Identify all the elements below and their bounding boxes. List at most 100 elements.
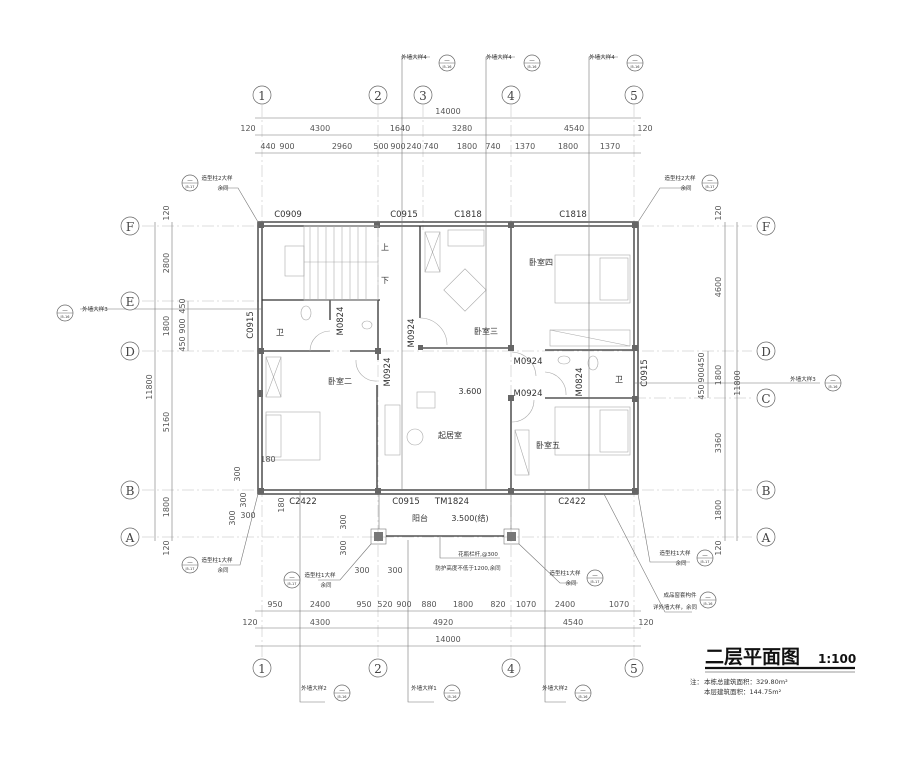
dim-bottom-row2: 4920 [433,618,453,627]
axis-label-left: D [125,345,135,359]
callout-wall-detail-3-left-index: — [62,308,68,314]
callout-column-1-right-sheet: J5-17 [700,560,710,564]
axis-bubble-right [756,480,776,500]
dim-misc: 300 [387,566,402,575]
axis-label-left: F [126,220,134,234]
callout-wall-detail-2b-text: 外墙大样2 [542,684,568,692]
dim-top-row3: 1370 [515,142,535,151]
door-swings [309,317,567,423]
axis-bubble-top [624,85,644,105]
window-label: C0915 [392,497,420,507]
note-total-area: 本栋总建筑面积：329.80m² [704,677,788,686]
dim-top-row2: 120 [637,124,652,133]
door-window-label: M0924 [383,358,393,387]
callout-wall-detail-4c-index: — [632,58,638,64]
axis-bubble-left [120,291,140,311]
dim-top-row2: 120 [240,124,255,133]
callout-wall-detail-3-right-index: — [830,378,836,384]
callout-wall-detail-3-right-text: 外墙大样3 [790,375,816,383]
dim-right: 120 [714,540,723,555]
door-label: M0924 [514,357,543,367]
drawing-scale: 1:100 [818,652,856,666]
callout-column-1-balcony-left-sheet: J5-17 [287,582,297,586]
dim-right: 120 [714,205,723,220]
dim-right: 1800 [714,500,723,520]
callout-column-2-left-same: 余同 [217,184,229,192]
callout-wall-detail-2a-text: 外墙大样2 [301,684,327,692]
callout-column-1-left-text: 造型柱1大样 [202,556,233,564]
axis-bubble-top [413,85,433,105]
axis-bubble-left [120,341,140,361]
callout-column-1-right-index: — [702,553,708,559]
callout-column-2-left-text: 造型柱2大样 [202,174,233,182]
axis-bubble-bottom [624,658,644,678]
dim-bottom-row1: 950 [267,600,282,609]
axis-label-top: 3 [419,89,427,103]
callout-wall-detail-3-left-text: 外墙大样3 [82,305,108,313]
callout-column-1-balcony-left-text: 造型柱1大样 [305,571,336,579]
callout-column-1-left-same: 余同 [217,566,229,574]
window-label: C1818 [559,210,587,220]
dim-misc: 300 [240,511,255,520]
room-label-living: 起居室 [438,430,462,440]
callout-wall-detail-4b-index: — [529,58,535,64]
axis-label-left: E [126,295,135,309]
room-label-bedroom4: 卧室四 [529,257,553,267]
window-label: C2422 [558,497,586,507]
dim-misc: 300 [228,510,237,525]
dim-bottom-row1: 1070 [609,600,629,609]
axis-bubble-left [120,216,140,236]
callout-wall-detail-4b-sheet: J5-16 [527,65,537,69]
room-label-stair-down: 下 [381,276,389,285]
dimension-lines [154,117,738,647]
note-prefix: 注： [690,677,703,686]
callout-wall-detail-2a-sheet: J5-16 [337,695,347,699]
dim-bottom-row1: 2400 [310,600,330,609]
room-label-bedroom5: 卧室五 [536,440,560,450]
dim-top-row3: 900 [390,142,405,151]
axis-label-top: 1 [258,89,266,103]
axis-bubble-top [501,85,521,105]
callout-column-2-right-sheet: J5-17 [705,185,715,189]
dim-top-row2: 3280 [452,124,472,133]
callout-window-trim-note: 详外墙大样，余同 [653,603,698,611]
furniture [265,229,631,476]
callout-window-trim-index: — [705,595,711,601]
dim-right-total: 11800 [733,370,742,395]
dim-bottom-row1: 900 [396,600,411,609]
axis-bubble-right [756,527,776,547]
dim-top-row3: 740 [485,142,500,151]
room-label-stair-up: 上 [381,243,389,252]
dim-right-detail: 450 [697,384,706,399]
dim-top-row3: 900 [279,142,294,151]
dim-top-row3: 440 [260,142,275,151]
axis-bubble-bottom [252,658,272,678]
staircase [284,225,379,301]
railing-height-note: 防护高度不低于1200,余同 [435,564,501,572]
dim-misc: 300 [354,566,369,575]
door-window-label: M0824 [336,307,346,336]
callout-column-2-right-text: 造型柱2大样 [665,174,696,182]
dim-left: 2800 [162,253,171,273]
door-window-label: M0824 [575,368,585,397]
window-label: TM1824 [434,497,469,507]
axis-label-bottom: 2 [374,662,382,676]
callout-column-1-left-index: — [187,560,193,566]
door-window-label: C0915 [246,311,256,339]
callout-wall-detail-2b-sheet: J5-16 [578,695,588,699]
callout-wall-detail-3-right-sheet: J5-16 [828,385,838,389]
callout-wall-detail-4a-text: 外墙大样4 [401,53,427,61]
dim-top-row3: 1800 [457,142,477,151]
dim-right: 4600 [714,277,723,297]
callout-column-1-balcony-right-text: 造型柱1大样 [550,569,581,577]
callout-wall-detail-3-left-sheet: J5-16 [60,315,70,319]
callout-column-1-balcony-left-same: 余同 [320,581,332,589]
callout-wall-detail-4c-text: 外墙大样4 [589,53,615,61]
callout-wall-detail-4b-text: 外墙大样4 [486,53,512,61]
axis-label-right: D [761,345,771,359]
callout-column-1-balcony-right-sheet: J5-17 [590,580,600,584]
note-floor-area: 本层建筑面积：144.75m² [704,687,782,696]
